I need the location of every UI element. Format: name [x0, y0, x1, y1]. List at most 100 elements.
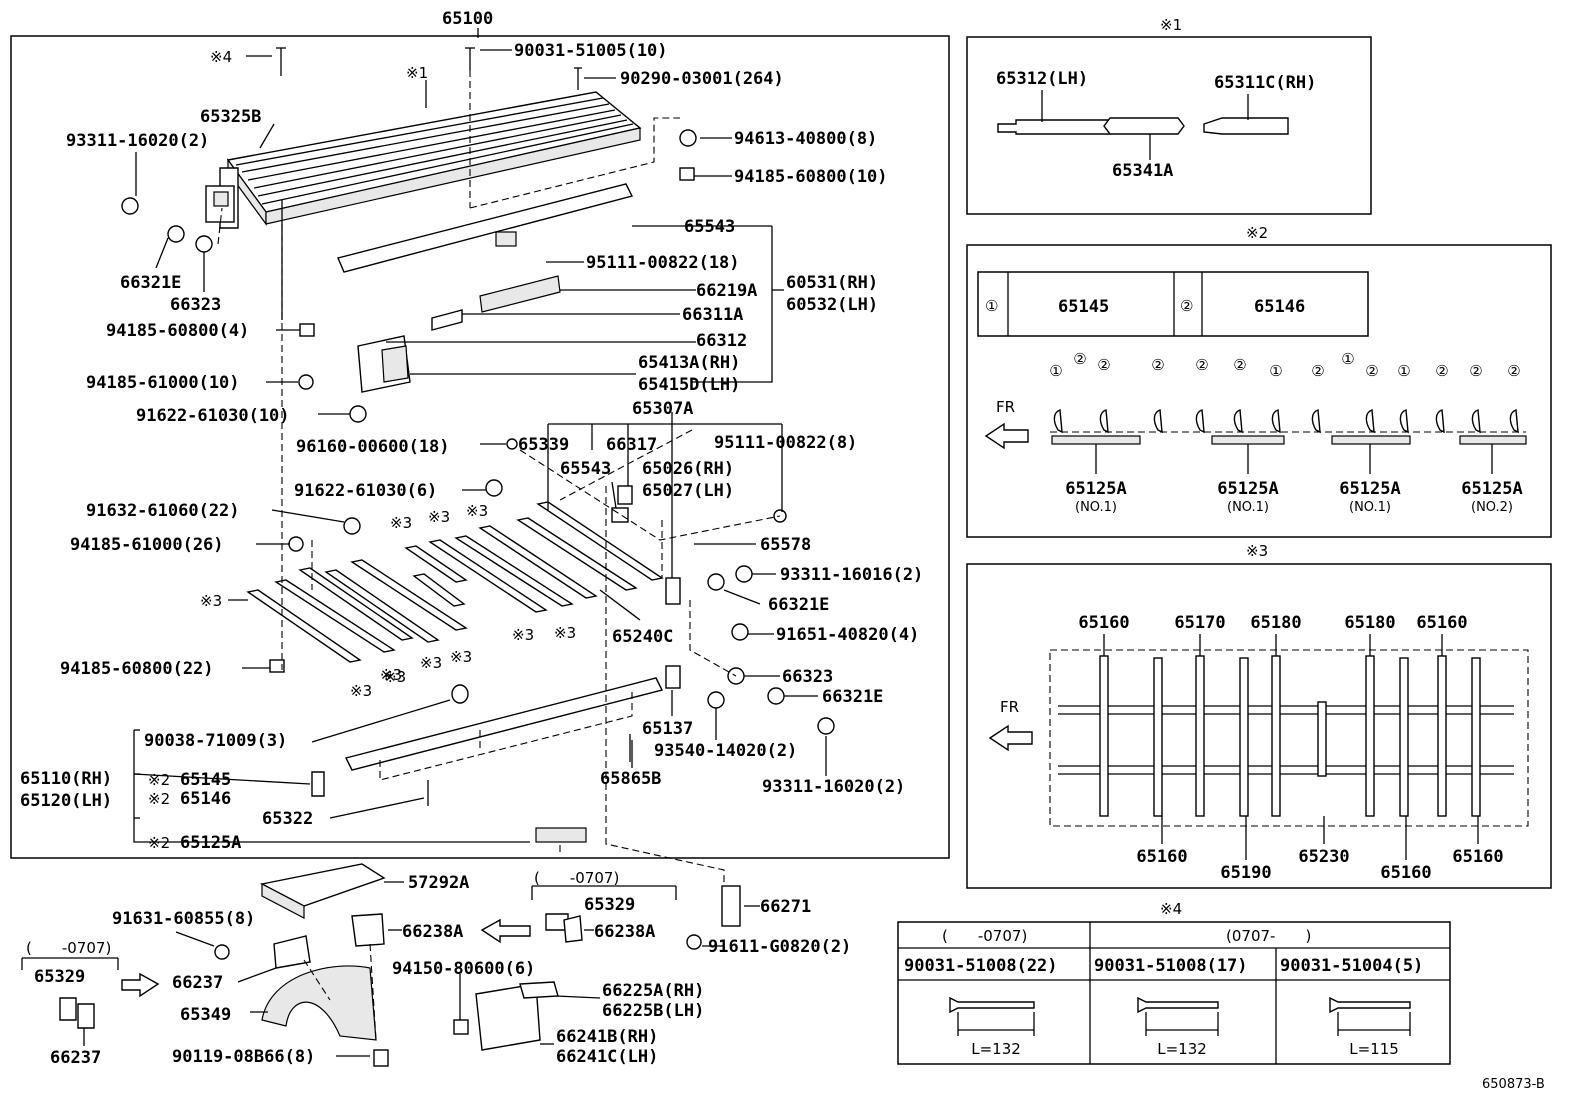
- main-callout: 90290-03001(264): [620, 69, 784, 89]
- lower-callout: 66225B(LH): [602, 1001, 704, 1021]
- main-callout: 65322: [262, 809, 313, 829]
- lower-callout: ( -0707): [534, 869, 619, 887]
- lower-callout: 57292A: [408, 873, 469, 893]
- main-callout: ※2: [148, 834, 170, 852]
- main-callout: 65110(RH): [20, 769, 112, 789]
- group-number: (NO.1): [1349, 500, 1391, 515]
- main-callout: 95111-00822(18): [586, 253, 740, 273]
- slat-top-callout: 65160: [1416, 613, 1467, 633]
- main-callout: ※3: [512, 626, 534, 644]
- main-callout: 65146: [180, 789, 231, 809]
- mounting-strip: [1459, 435, 1527, 445]
- slat-top-callout: 65170: [1174, 613, 1225, 633]
- bolt-icon: [1329, 996, 1411, 1014]
- main-callout: ※3: [200, 592, 222, 610]
- panel2-strips: [1053, 409, 1519, 434]
- main-callout: 65578: [760, 535, 811, 555]
- group-number: (NO.1): [1227, 500, 1269, 515]
- strip-profile: [1233, 409, 1243, 434]
- slat-bottom-callout: 65160: [1380, 863, 1431, 883]
- position-mark: ②: [1469, 362, 1482, 380]
- position-mark: ②: [1233, 356, 1246, 374]
- main-callout: ※3: [390, 514, 412, 532]
- slat-top-callout: 65180: [1250, 613, 1301, 633]
- main-callout: ※3: [554, 624, 576, 642]
- lower-callout: 66241B(RH): [556, 1027, 658, 1047]
- slat-bottom-callout: 65230: [1298, 847, 1349, 867]
- position-mark: ②: [1195, 356, 1208, 374]
- main-callout: 96160-00600(18): [296, 437, 450, 457]
- panel4-part-1: 90031-51008(22): [904, 956, 1058, 976]
- lower-callout: 66238A: [594, 922, 655, 942]
- fr-arrow-icon: [988, 724, 1033, 752]
- slat-bar: [1239, 657, 1249, 817]
- main-assembly-number: 65100: [442, 9, 493, 29]
- bolt-length: L=132: [1157, 1040, 1207, 1058]
- position-mark: ①: [1397, 362, 1410, 380]
- group-part: 65125A: [1065, 479, 1126, 499]
- main-callout: ※2: [148, 790, 170, 808]
- main-callout: 65543: [560, 459, 611, 479]
- main-callout: ※3: [380, 666, 402, 684]
- strip-profile: [1053, 409, 1063, 434]
- group-part: 65125A: [1339, 479, 1400, 499]
- slat-bar: [1437, 655, 1447, 817]
- position-mark: ①: [1269, 362, 1282, 380]
- main-callout: 65240C: [612, 627, 673, 647]
- bolt-icon: [1137, 996, 1219, 1014]
- main-callout: 65307A: [632, 399, 693, 419]
- main-callout: 66219A: [696, 281, 757, 301]
- lower-callout: 66225A(RH): [602, 981, 704, 1001]
- side-sill: [344, 677, 664, 771]
- main-callout: 93311-16020(2): [66, 131, 209, 151]
- lower-callout: 91611-G0820(2): [708, 937, 851, 957]
- position-mark: ②: [1507, 362, 1520, 380]
- main-callout: 94185-61000(26): [70, 535, 224, 555]
- lower-callout: 65329: [584, 895, 635, 915]
- main-callout: 65543: [684, 217, 735, 237]
- main-callout: 94613-40800(8): [734, 129, 877, 149]
- main-callout: 66323: [782, 667, 833, 687]
- slat-bar: [1153, 657, 1163, 817]
- panel1-title: ※1: [1160, 16, 1182, 34]
- panel4-table: ( -0707) (0707- ) 90031-51008(22) 90031-…: [897, 921, 1451, 1065]
- strip-profile: [1435, 409, 1445, 434]
- panel3-title: ※3: [1246, 542, 1268, 560]
- main-callout: 66312: [696, 331, 747, 351]
- lower-callout: 94150-80600(6): [392, 959, 535, 979]
- lower-callout: 91631-60855(8): [112, 909, 255, 929]
- main-callout: 66311A: [682, 305, 743, 325]
- slat-bar: [1365, 655, 1375, 817]
- position-mark: ①: [1341, 350, 1354, 368]
- main-callout: 65413A(RH): [638, 353, 740, 373]
- slat-bottom-callout: 65190: [1220, 863, 1271, 883]
- main-callout: 95111-00822(8): [714, 433, 857, 453]
- strip-profile: [1311, 409, 1321, 434]
- position-mark: ②: [1365, 362, 1378, 380]
- lower-callout: 65329: [34, 967, 85, 987]
- main-callout: 65027(LH): [642, 481, 734, 501]
- main-callout: 66321E: [120, 273, 181, 293]
- legend-part-1: 65145: [1058, 297, 1109, 317]
- main-callout: ※3: [450, 648, 472, 666]
- lower-callout: 65349: [180, 1005, 231, 1025]
- mounting-strip: [1211, 435, 1285, 445]
- main-callout: 60532(LH): [786, 295, 878, 315]
- main-callout: ※3: [466, 502, 488, 520]
- main-callout: 66323: [170, 295, 221, 315]
- main-callout: 65125A: [180, 833, 241, 853]
- main-callout: 91651-40820(4): [776, 625, 919, 645]
- slat-bar: [1271, 655, 1281, 817]
- main-callout: 91622-61030(10): [136, 406, 290, 426]
- slat-bar: [1399, 657, 1409, 817]
- strip-profile: [1195, 409, 1205, 434]
- legend-part-2: 65146: [1254, 297, 1305, 317]
- main-callout: 91622-61030(6): [294, 481, 437, 501]
- strip-profile: [1471, 409, 1481, 434]
- main-callout: ※4: [210, 48, 232, 66]
